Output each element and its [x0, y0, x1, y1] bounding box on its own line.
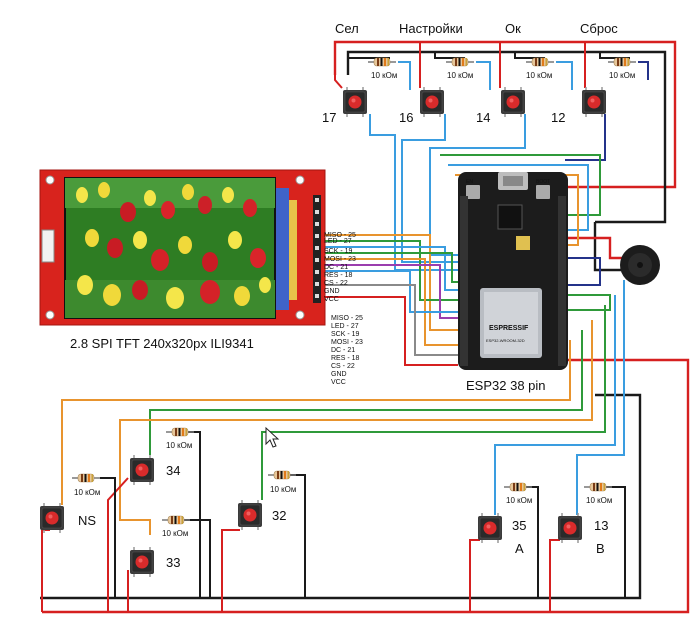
- button-sel-label: Сел: [335, 21, 359, 36]
- button-reset: [581, 86, 607, 118]
- pin-33-label: 33: [166, 555, 180, 570]
- vcc-rail: [333, 40, 677, 189]
- bottom-wires: [41, 280, 626, 612]
- button-ns: [39, 502, 65, 534]
- vcc-rail-bottom: [42, 358, 690, 614]
- button-settings: [419, 86, 445, 118]
- display-screen-image: [64, 177, 276, 319]
- gnd-rail-bottom: [40, 393, 642, 600]
- svg-text:10 кОм: 10 кОм: [586, 496, 612, 505]
- pin-16-label: 16: [399, 110, 413, 125]
- button-sel: [342, 86, 368, 118]
- svg-text:10 кОм: 10 кОм: [162, 529, 188, 538]
- display-pin-labels-left: MISO - 25 LED - 27 SCK - 19 MOSI - 23 DC…: [324, 232, 356, 303]
- svg-text:GND: GND: [324, 288, 340, 295]
- esp32-title: ESP32 38 pin: [466, 378, 546, 393]
- svg-text:MOSI - 23: MOSI - 23: [331, 339, 363, 346]
- svg-text:VCC: VCC: [331, 379, 346, 386]
- svg-text:RES - 18: RES - 18: [331, 355, 360, 362]
- svg-text:10 кОм: 10 кОм: [166, 441, 192, 450]
- svg-text:10 кОм: 10 кОм: [526, 71, 552, 80]
- svg-text:CS - 22: CS - 22: [331, 363, 355, 370]
- pin-35-label: 35: [512, 518, 526, 533]
- svg-text:MOSI - 23: MOSI - 23: [324, 256, 356, 263]
- svg-text:CS - 22: CS - 22: [324, 280, 348, 287]
- tft-display: [39, 169, 326, 326]
- pin-12-label: 12: [551, 110, 565, 125]
- display-title: 2.8 SPI TFT 240x320px ILI9341: [70, 336, 254, 351]
- svg-text:10 кОм: 10 кОм: [74, 488, 100, 497]
- svg-text:GND: GND: [331, 371, 347, 378]
- button-b-label: B: [596, 541, 605, 556]
- display-pin-header: [313, 195, 321, 303]
- top-button-pins: 17 16 14 12: [322, 110, 565, 125]
- button-reset-label: Сброс: [580, 21, 618, 36]
- button-a-label: A: [515, 541, 524, 556]
- svg-text:ESPRESSIF: ESPRESSIF: [489, 325, 529, 332]
- svg-text:DC - 21: DC - 21: [331, 347, 355, 354]
- esp32-pins-left: [460, 196, 468, 366]
- button-34: [129, 454, 155, 486]
- svg-text:10 кОм: 10 кОм: [506, 496, 532, 505]
- svg-text:10 кОм: 10 кОм: [371, 71, 397, 80]
- power-rails: [40, 40, 690, 614]
- svg-text:BOOT: BOOT: [536, 179, 550, 185]
- svg-text:DC - 21: DC - 21: [324, 264, 348, 271]
- pin-17-label: 17: [322, 110, 336, 125]
- gnd-rail: [346, 50, 667, 224]
- top-resistor-labels: 10 кОм 10 кОм 10 кОм 10 кОм: [371, 71, 635, 80]
- ns-label: NS: [78, 513, 96, 528]
- svg-text:SCK - 19: SCK - 19: [331, 331, 360, 338]
- svg-text:VCC: VCC: [324, 296, 339, 303]
- svg-text:SCK - 19: SCK - 19: [324, 248, 353, 255]
- svg-text:MISO - 25: MISO - 25: [324, 232, 356, 239]
- svg-text:RES - 18: RES - 18: [324, 272, 353, 279]
- buzzer: [620, 245, 660, 285]
- top-buttons: [342, 86, 607, 118]
- pin-14-label: 14: [476, 110, 490, 125]
- esp32-board: EN BOOT ESPRESSIF ESP32-WROOM-32D: [458, 172, 568, 370]
- esp32-pins-right: [558, 196, 566, 366]
- svg-text:MISO - 25: MISO - 25: [331, 315, 363, 322]
- button-32: [237, 499, 263, 531]
- button-13: [557, 512, 583, 544]
- top-button-names: Сел Настройки Ок Сброс: [335, 21, 618, 36]
- svg-text:ESP32-WROOM-32D: ESP32-WROOM-32D: [486, 338, 525, 343]
- bottom-button-labels: NS 34 33 32 35 A 13 B: [78, 463, 608, 570]
- mouse-cursor-icon: [265, 426, 280, 448]
- pin-34-label: 34: [166, 463, 180, 478]
- bottom-buttons: [39, 454, 583, 578]
- pin-13-label: 13: [594, 518, 608, 533]
- button-ok-label: Ок: [505, 21, 521, 36]
- button-33: [129, 546, 155, 578]
- svg-text:LED - 27: LED - 27: [331, 323, 359, 330]
- button-ok: [500, 86, 526, 118]
- display-pin-legend: MISO - 25 LED - 27 SCK - 19 MOSI - 23 DC…: [331, 315, 363, 386]
- svg-text:10 кОм: 10 кОм: [609, 71, 635, 80]
- pin-32-label: 32: [272, 508, 286, 523]
- display-wires: [322, 234, 458, 366]
- button-35: [477, 512, 503, 544]
- button-settings-label: Настройки: [399, 21, 463, 36]
- svg-text:EN: EN: [466, 179, 473, 185]
- svg-text:10 кОм: 10 кОм: [447, 71, 473, 80]
- svg-text:10 кОм: 10 кОм: [270, 485, 296, 494]
- bottom-resistor-labels: 10 кОм 10 кОм 10 кОм 10 кОм 10 кОм 10 кО…: [74, 441, 612, 538]
- svg-text:LED - 27: LED - 27: [324, 238, 352, 245]
